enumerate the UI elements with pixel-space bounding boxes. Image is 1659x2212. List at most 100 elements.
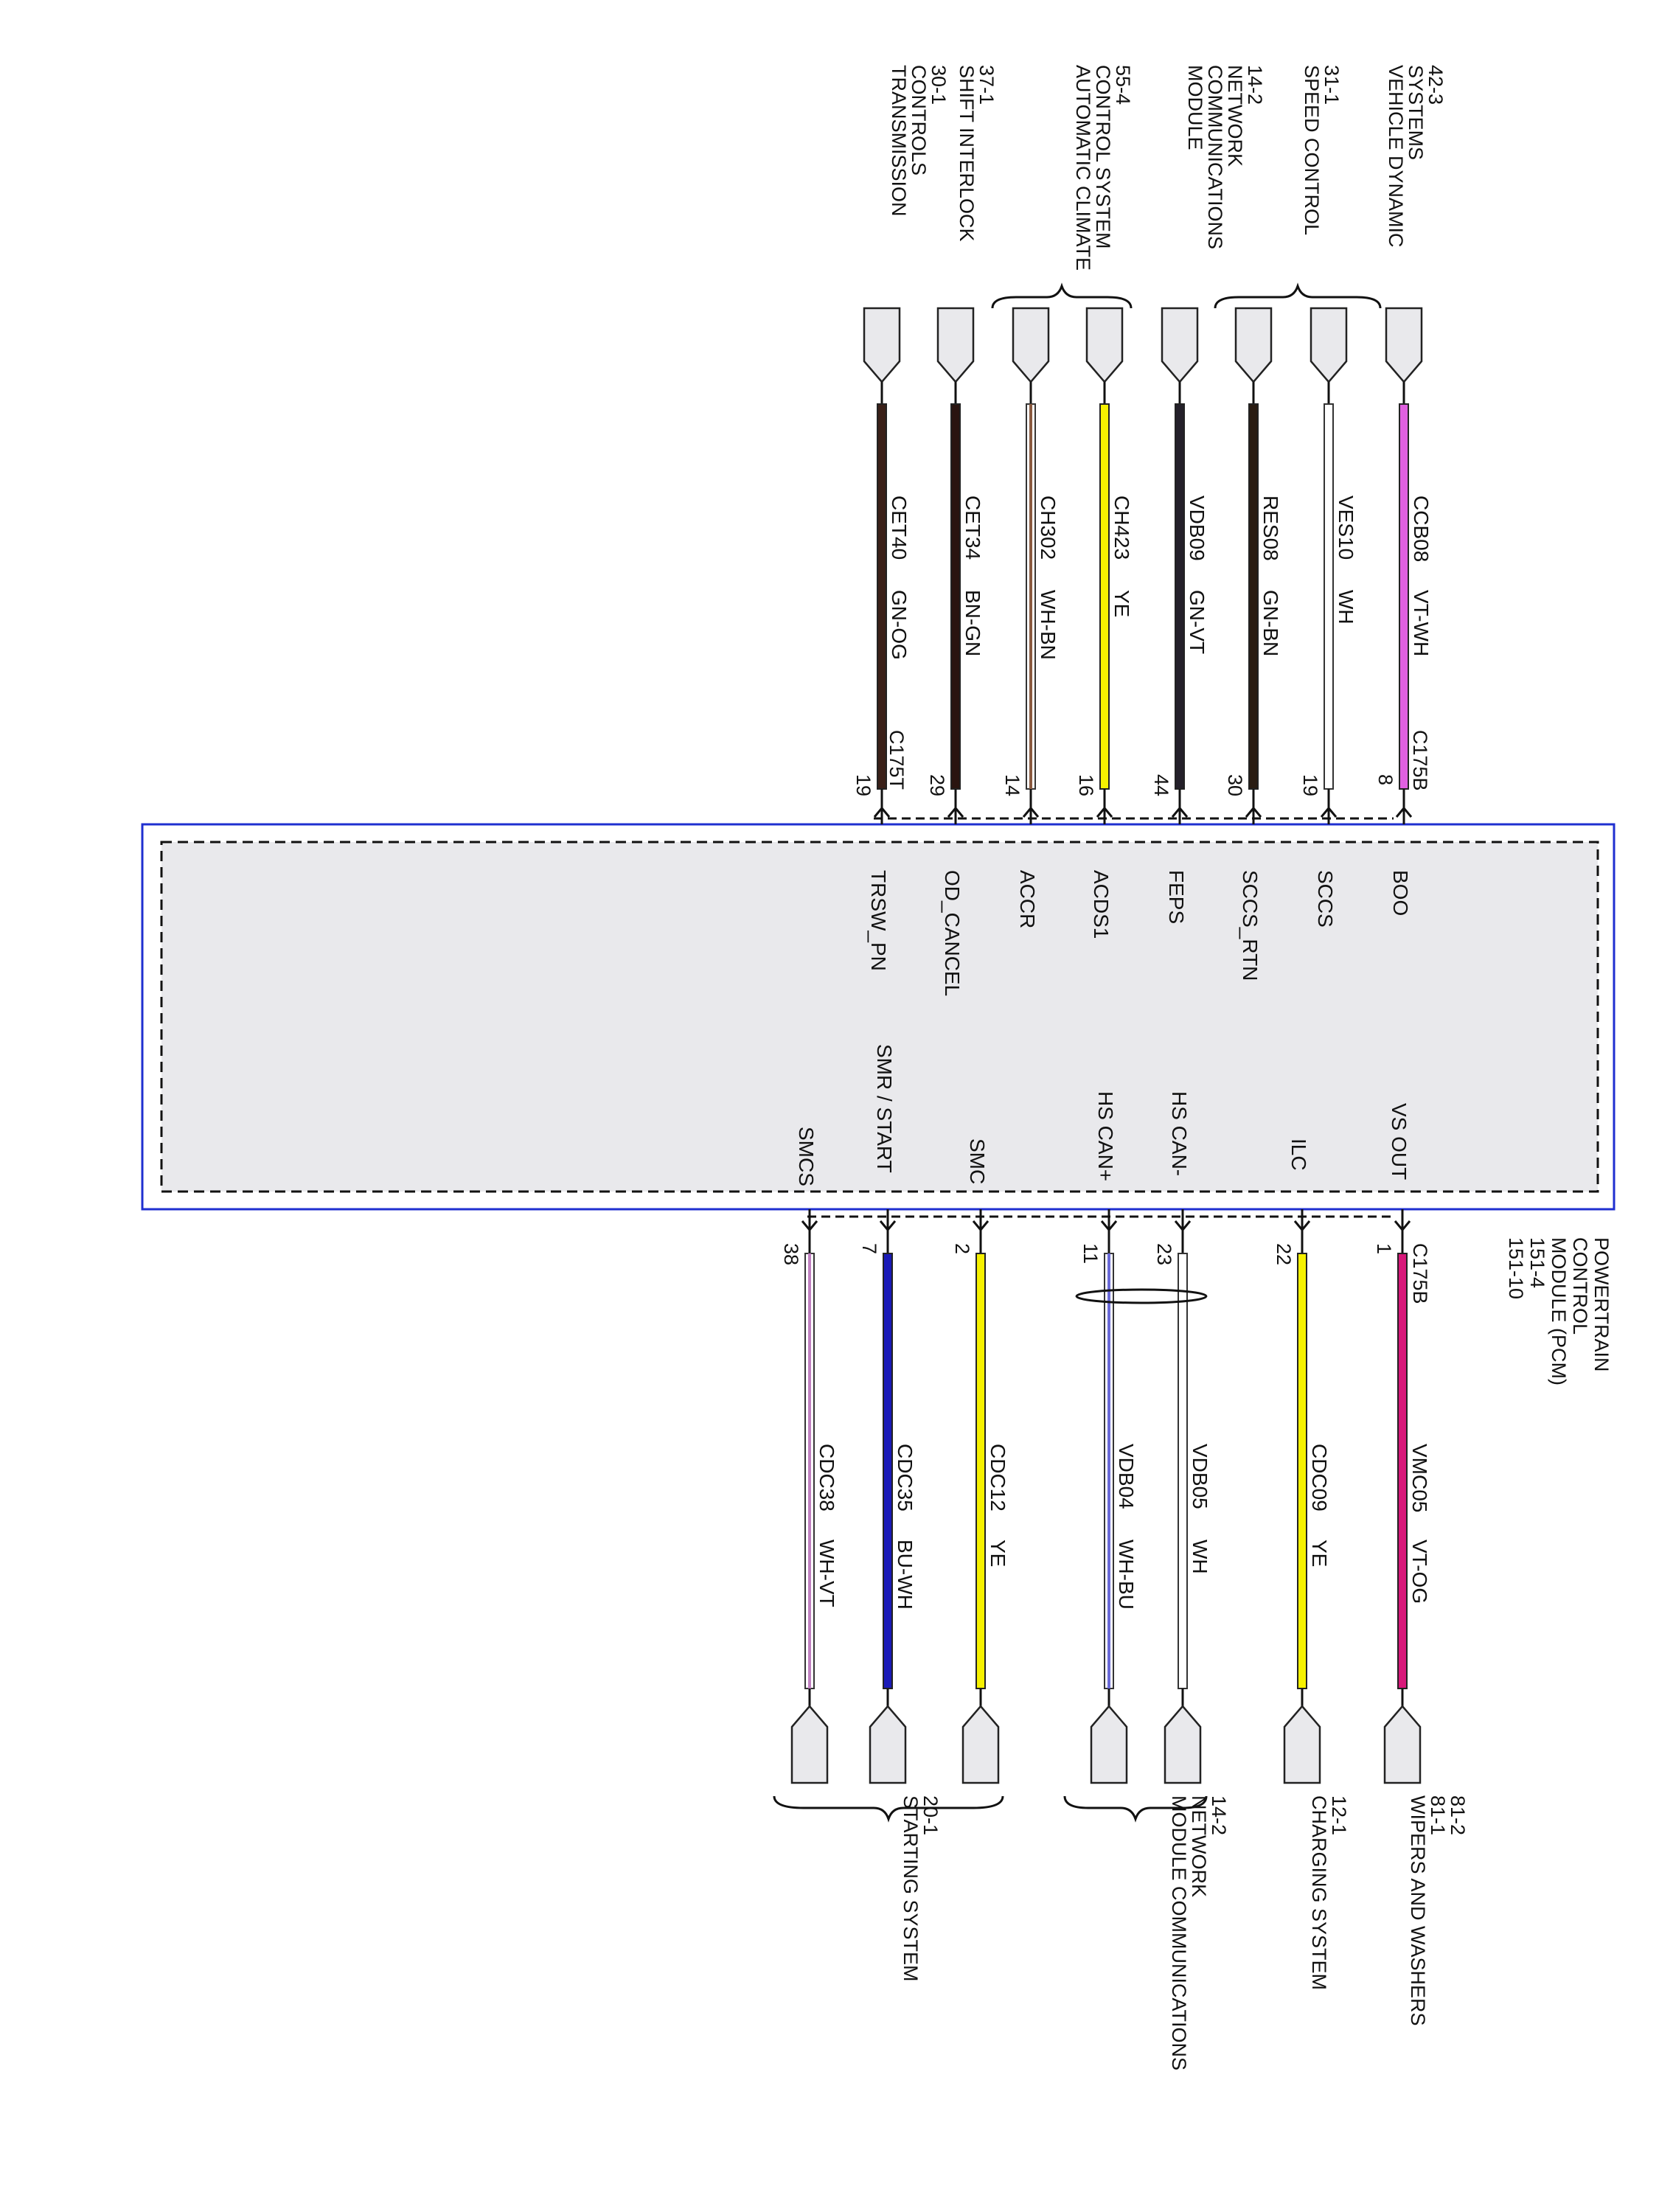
top-signal-0: BOO [1389,870,1412,916]
bottom-pin-5: 7 [858,1243,880,1254]
bottom-pin-0: 1 [1373,1243,1395,1254]
bottom-circuit-2: VDB05 [1189,1444,1211,1509]
top-circuit-5: CH302 [1037,495,1060,560]
dest-module-communications-network: MODULE COMMUNICATIONS NETWORK 14-2 [1184,65,1266,255]
top-color-5: WH-BN [1037,590,1060,660]
top-circuit-3: VDB09 [1186,495,1208,561]
top-circuit-6: CET34 [961,495,984,560]
top-color-6: BN-GN [961,590,984,656]
module-outer-border [141,823,1615,1211]
bottom-wire-5 [883,1253,893,1689]
dest-automatic-climate-control: AUTOMATIC CLIMATE CONTROL SYSTEM 55-4 [1072,65,1134,276]
module-name: POWERTRAIN CONTROL MODULE (PCM) 151-4 15… [1505,1237,1613,1391]
bottom-pin-4: 2 [951,1243,973,1254]
bottom-wire-1 [1297,1253,1307,1689]
connector-label-c175b-bottom: C175B [1409,1243,1431,1304]
top-connector-5 [1012,307,1050,383]
top-pin-4: 16 [1075,774,1097,796]
top-wire-4 [1099,403,1110,790]
top-connector-0 [1385,307,1423,383]
bottom-pin-mark-1 [1293,1220,1311,1232]
top-color-7: GN-OG [888,590,911,660]
dest-shift-interlock: SHIFT INTERLOCK 37-1 [956,65,998,247]
bottom-connector-5 [869,1705,907,1784]
brace-climate-control [991,282,1133,309]
dest-starting-system: STARTING SYSTEM 20-1 [900,1795,942,1987]
top-circuit-4: CH423 [1110,495,1133,560]
top-color-3: GN-VT [1186,590,1208,654]
top-signal-4: ACDS1 [1090,870,1113,939]
top-wire-7 [877,403,887,790]
dest-speed-control: SPEED CONTROL 31-1 [1301,65,1343,240]
bottom-color-2: WH [1189,1540,1211,1574]
brace-starting-system [773,1795,1004,1823]
top-pin-1: 19 [1299,774,1321,796]
bottom-pin-mark-5 [879,1220,897,1232]
bottom-signal-0: VS OUT [1388,1103,1411,1180]
top-signal-3: FEPS [1165,870,1188,924]
top-wire-1 [1324,403,1334,790]
brace-speed-control [1214,282,1382,309]
bottom-pin-mark-0 [1394,1220,1411,1232]
top-pin-mark-0 [1395,806,1413,818]
top-circuit-2: RES08 [1259,495,1282,561]
top-signal-7: TRSW_PN [867,870,890,971]
top-pin-6: 29 [926,774,948,796]
bottom-wire-0 [1397,1253,1408,1689]
bottom-circuit-0: VMC05 [1408,1444,1431,1512]
top-wire-0 [1399,403,1409,790]
bottom-connector-0 [1383,1705,1422,1784]
top-circuit-7: CET40 [888,495,911,560]
wires-layer: CCB08VT-WH8BOOVES10WH19SCCSRES08GN-BN30S… [780,307,1433,1784]
top-color-0: VT-WH [1410,590,1433,656]
connector-label-c175b-top: C175B [1409,730,1431,791]
top-signal-5: ACCR [1016,870,1039,928]
bottom-pin-mark-3 [1100,1220,1118,1232]
bottom-color-4: YE [987,1540,1009,1567]
bottom-pin-6: 38 [780,1243,802,1265]
bottom-signal-5: SMR / START [873,1044,896,1173]
top-pin-mark-7 [873,806,891,818]
bottom-color-6: WH-VT [815,1540,838,1607]
top-wire-6 [950,403,961,790]
top-connector-4 [1085,307,1124,383]
dest-module-communications-network-bottom: MODULE COMMUNICATIONS NETWORK 14-2 [1168,1795,1230,2076]
connector-label-c175t: C175T [886,730,908,790]
bottom-pin-2: 23 [1153,1243,1175,1265]
bottom-color-1: YE [1308,1540,1331,1567]
top-pin-mark-3 [1171,806,1189,818]
bottom-circuit-1: CDC09 [1308,1444,1331,1512]
bottom-pin-1: 22 [1273,1243,1295,1265]
top-pin-mark-4 [1096,806,1113,818]
bottom-circuit-6: CDC38 [815,1444,838,1512]
top-signal-2: SCCS_RTN [1239,870,1262,981]
bottom-pin-mark-2 [1174,1220,1192,1232]
bottom-color-3: WH-BU [1115,1540,1138,1610]
bottom-signal-3: HS CAN+ [1094,1091,1117,1181]
bottom-circuit-4: CDC12 [987,1444,1009,1512]
top-pin-7: 19 [852,774,874,796]
bottom-circuit-5: CDC35 [894,1444,917,1512]
bottom-wire-4 [975,1253,986,1689]
bottom-connector-4 [961,1705,1000,1784]
dest-vehicle-dynamic-systems: VEHICLE DYNAMIC SYSTEMS 42-3 [1385,65,1447,253]
top-signal-6: OD_CANCEL [941,870,964,996]
top-connector-6 [936,307,975,383]
top-pin-3: 44 [1150,774,1172,796]
bottom-signal-2: HS CAN- [1168,1091,1191,1176]
top-pin-5: 14 [1001,774,1023,796]
top-pin-2: 30 [1224,774,1246,796]
bottom-circuit-3: VDB04 [1115,1444,1138,1509]
top-pin-mark-1 [1320,806,1338,818]
top-pin-0: 8 [1374,774,1397,785]
top-pin-mark-6 [947,806,964,818]
top-connector-2 [1234,307,1273,383]
bottom-pin-3: 11 [1079,1243,1102,1264]
bottom-connector-1 [1283,1705,1321,1784]
top-color-1: WH [1335,590,1357,625]
top-circuit-0: CCB08 [1410,495,1433,562]
top-pin-mark-5 [1022,806,1040,818]
dest-charging-system: CHARGING SYSTEM 12-1 [1308,1795,1350,1996]
bottom-connector-2 [1164,1705,1202,1784]
